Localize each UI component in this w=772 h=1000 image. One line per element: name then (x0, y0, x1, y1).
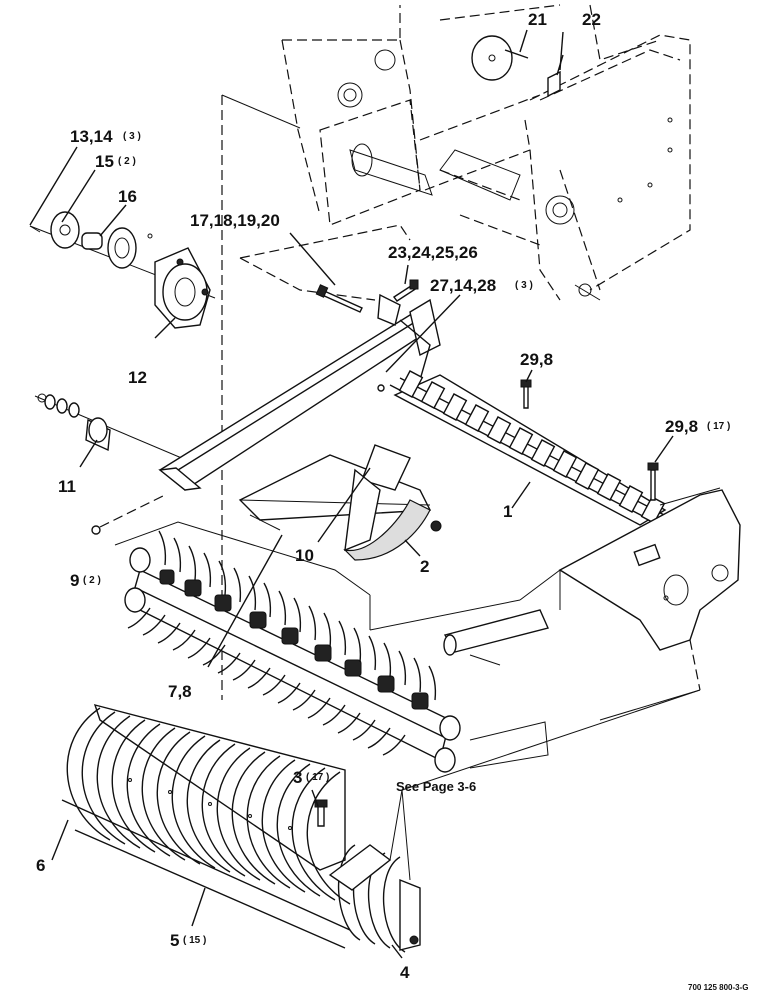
callout-12: 12 (128, 368, 147, 387)
bolts (315, 279, 659, 501)
callout-13-14: 13,14 (70, 127, 113, 146)
callout-21: 21 (528, 10, 547, 29)
crossbar-assembly (158, 293, 671, 561)
drawing-code: 700 125 800-3-G (688, 983, 749, 992)
callout-9: 9 (70, 571, 79, 590)
callout-4: 4 (400, 963, 410, 982)
rotor-assembly (124, 530, 461, 773)
callout-leaders (29, 29, 674, 959)
callout-5-qty: ( 15 ) (183, 935, 206, 946)
rotor-tines (127, 530, 437, 756)
part-9-pin (91, 494, 166, 535)
callout-29-8-b: 29,8 (665, 417, 698, 436)
callout-1: 1 (503, 502, 512, 521)
guide-loops (66, 707, 406, 953)
callout-27-14-28: 27,14,28 (430, 276, 496, 295)
rotor-hubs (159, 569, 429, 710)
callout-22: 22 (582, 10, 601, 29)
base-outline (114, 521, 701, 769)
callout-7-8: 7,8 (168, 682, 192, 701)
callout-2: 2 (420, 557, 429, 576)
part-22-bracket (547, 54, 564, 98)
callout-15: 15 (95, 152, 114, 171)
callout-5: 5 (170, 931, 179, 950)
bearing-assembly (29, 211, 216, 329)
stripper-teeth (389, 370, 671, 526)
stripper-guide-assembly (61, 689, 701, 953)
callout-3-qty: ( 17 ) (306, 772, 329, 783)
callout-16: 16 (118, 187, 137, 206)
callout-labels: 21 22 13,14 ( 3 ) 15 ( 2 ) 16 17,18,19,2… (36, 10, 749, 992)
callout-17-20: 17,18,19,20 (190, 211, 280, 230)
callout-10: 10 (295, 546, 314, 565)
callout-27-14-28-qty: ( 3 ) (515, 280, 533, 291)
part-21-disc (471, 35, 529, 81)
callout-29-8-a: 29,8 (520, 350, 553, 369)
side-plate (443, 487, 741, 691)
callout-3: 3 (293, 768, 302, 787)
callout-23-26: 23,24,25,26 (388, 243, 478, 262)
callout-11: 11 (58, 477, 76, 496)
callout-6: 6 (36, 856, 45, 875)
callout-29-8-b-qty: ( 17 ) (707, 421, 730, 432)
baler-frame-outline (239, 4, 691, 301)
callout-13-14-qty: ( 3 ) (123, 131, 141, 142)
see-page-note: See Page 3-6 (396, 779, 476, 794)
callout-9-qty: ( 2 ) (83, 575, 101, 586)
callout-15-qty: ( 2 ) (118, 156, 136, 167)
